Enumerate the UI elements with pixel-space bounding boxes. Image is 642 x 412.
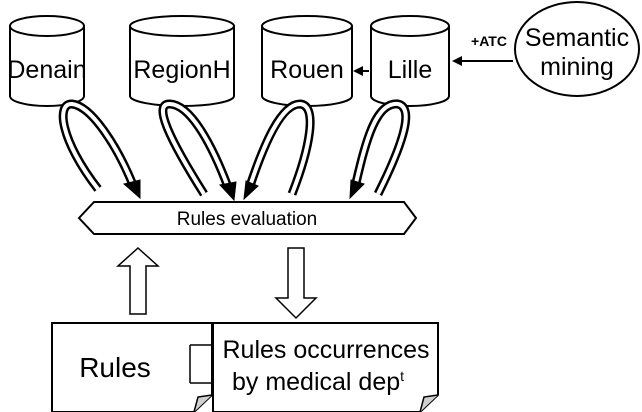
loop-arrow-rouen	[243, 99, 315, 201]
rules-evaluation-box: Rules evaluation	[77, 201, 418, 235]
database-regionh: RegionH	[129, 15, 235, 107]
database-label: Rouen	[270, 56, 344, 84]
rules-document-label: Rules	[79, 352, 151, 383]
semantic-mining-line1: Semantic	[525, 24, 629, 52]
database-label: Lille	[388, 56, 432, 84]
rules-evaluation-label: Rules evaluation	[177, 209, 317, 230]
loop-arrow-regionh	[158, 99, 237, 202]
occurrences-document: Rules occurrences by medical dept	[212, 322, 439, 412]
atc-label: +ATC	[471, 33, 507, 49]
occurrences-line2: by medical dept	[232, 368, 404, 396]
semantic-mining-node: Semantic mining	[514, 1, 640, 97]
up-arrow	[116, 246, 160, 315]
occurrences-line1: Rules occurrences	[222, 336, 429, 364]
atc-arrow: +ATC	[452, 33, 513, 66]
database-rouen: Rouen	[261, 15, 353, 107]
database-denain: Denain	[7, 15, 87, 107]
database-label: Denain	[7, 56, 86, 84]
database-lille: Lille	[370, 15, 450, 107]
rules-document: Rules	[51, 322, 213, 412]
semantic-mining-line2: mining	[540, 53, 614, 81]
loop-arrow-lille	[349, 99, 411, 200]
loop-arrow-denain	[58, 99, 141, 200]
database-label: RegionH	[133, 56, 230, 84]
down-arrow	[274, 247, 318, 320]
